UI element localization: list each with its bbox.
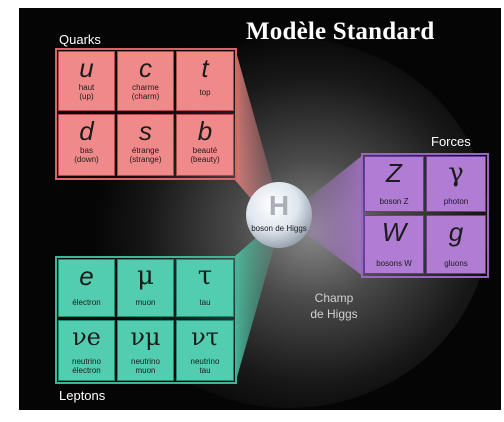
quark-beam (235, 48, 277, 220)
lepton-electron-neutrino-cell: νe neutrino électron (58, 320, 115, 381)
force-photon-name: photon (443, 197, 469, 206)
quark-beauty-symbol: b (197, 116, 213, 146)
quark-top-symbol: t (201, 53, 209, 83)
higgs-boson-label: boson de Higgs (251, 224, 307, 233)
quarks-frame (55, 48, 237, 180)
quark-charm-cell: c charme (charm) (117, 51, 174, 111)
force-w-bosons-cell: W bosons W (364, 215, 424, 274)
force-photon-symbol: γ (448, 158, 464, 188)
lepton-muon-symbol: μ (137, 261, 154, 291)
lepton-tau-name: tau (199, 298, 211, 307)
quark-up-name: haut (up) (78, 83, 95, 101)
lepton-electron-name: électron (72, 298, 101, 307)
leptons-label: Leptons (59, 388, 106, 403)
quark-up-symbol: u (79, 53, 94, 83)
lepton-muon-cell: μ muon (117, 259, 174, 317)
force-z-boson-symbol: Z (386, 158, 402, 188)
higgs-sphere (246, 182, 312, 248)
quark-down-symbol: d (79, 116, 94, 146)
quark-charm-symbol: c (139, 53, 152, 83)
quark-beauty-cell: b beauté (beauty) (176, 114, 234, 176)
lepton-tau-neutrino-symbol: ντ (191, 323, 219, 351)
quark-top-cell: t top (176, 51, 234, 111)
quark-strange-cell: s étrange (strange) (117, 114, 174, 176)
lepton-electron-symbol: e (79, 261, 94, 291)
lepton-muon-name: muon (135, 298, 156, 307)
force-z-boson-cell: Z boson Z (364, 156, 424, 212)
force-w-bosons-symbol: W (381, 217, 407, 247)
force-beam (301, 155, 363, 276)
force-w-bosons-name: bosons W (376, 259, 412, 268)
lepton-electron-cell: e électron (58, 259, 115, 317)
higgs-symbol: H (268, 190, 290, 221)
leptons-frame (55, 256, 237, 384)
forces-label: Forces (431, 134, 471, 149)
lepton-tau-cell: τ tau (176, 259, 234, 317)
higgs-field-label: Champ de Higgs (310, 291, 358, 321)
lepton-muon-neutrino-symbol: νμ (130, 323, 161, 351)
quark-strange-symbol: s (139, 116, 152, 146)
lepton-electron-neutrino-symbol: νe (72, 323, 101, 351)
lepton-tau-neutrino-cell: ντ neutrino tau (176, 320, 234, 381)
lepton-muon-neutrino-name: neutrino muon (131, 357, 160, 375)
quark-charm-name: charme (charm) (131, 83, 160, 101)
lepton-tau-neutrino-name: neutrino tau (190, 357, 220, 375)
quark-up-cell: u haut (up) (58, 51, 115, 111)
standard-model-diagram: Modèle Standard Quarks Leptons Forces u … (19, 8, 501, 410)
quark-beauty-name: beauté (beauty) (190, 146, 220, 164)
forces-frame (361, 153, 489, 278)
quark-down-name: bas (down) (74, 146, 99, 164)
force-photon-cell: γ photon (426, 156, 486, 212)
lepton-electron-neutrino-name: neutrino électron (72, 357, 101, 375)
lepton-tau-symbol: τ (197, 261, 213, 291)
diagram-title: Modèle Standard (246, 18, 435, 45)
quark-top-name: top (199, 88, 211, 97)
quark-strange-name: étrange (strange) (129, 146, 162, 164)
force-gluons-name: gluons (444, 259, 468, 268)
quark-down-cell: d bas (down) (58, 114, 115, 176)
force-gluons-symbol: g (448, 217, 464, 247)
force-gluons-cell: g gluons (426, 215, 486, 274)
force-z-boson-name: boson Z (379, 197, 409, 206)
lepton-beam (235, 230, 275, 384)
quarks-label: Quarks (59, 32, 101, 47)
lepton-muon-neutrino-cell: νμ neutrino muon (117, 320, 174, 381)
